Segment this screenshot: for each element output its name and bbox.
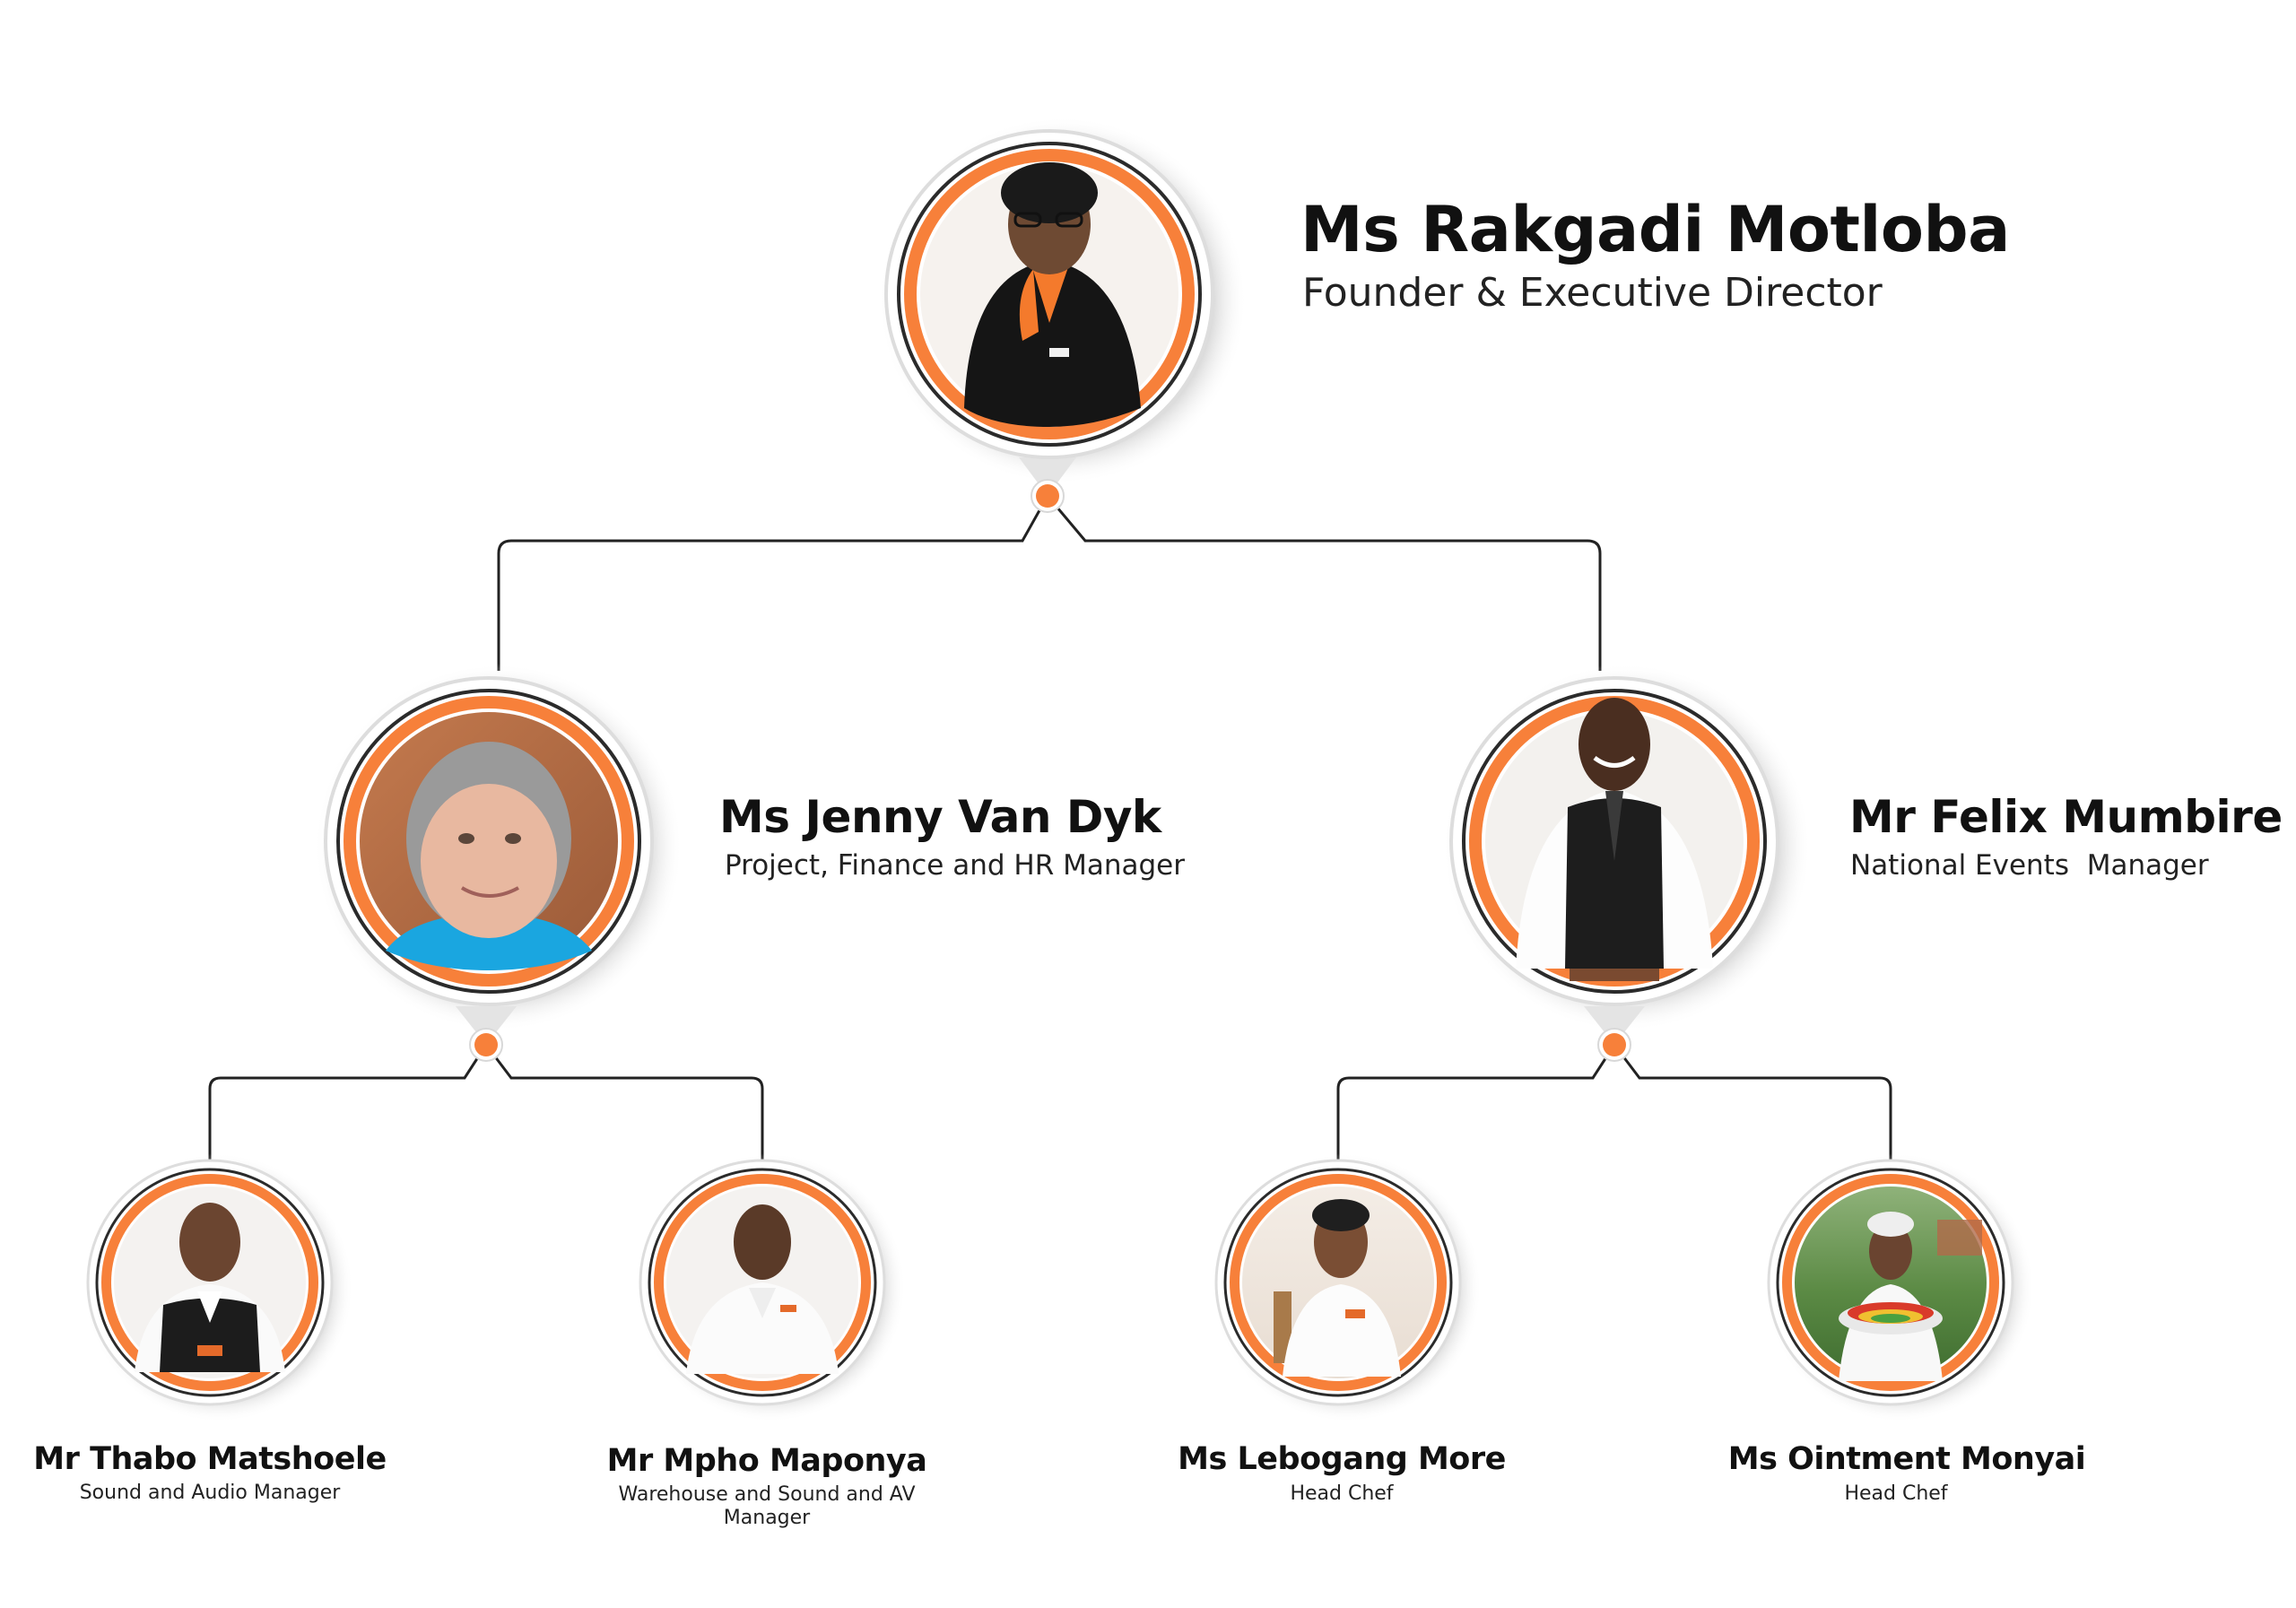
jenny-role: Project, Finance and HR Manager: [725, 849, 1185, 882]
connector-felix-to-ointment: [1613, 1044, 1892, 1160]
connector-jenny-to-mpho: [484, 1044, 764, 1160]
thabo-name: Mr Thabo Matshoele: [33, 1441, 387, 1477]
director-name: Ms Rakgadi Motloba: [1300, 193, 2010, 266]
felix-photo: [1485, 698, 1744, 981]
node-mpho: [637, 1153, 906, 1422]
mpho-role-line2: Manager: [723, 1507, 811, 1529]
ointment-role: Head Chef: [1844, 1482, 1948, 1505]
thabo-photo: [114, 1186, 306, 1378]
connector-director-to-jenny: [497, 495, 1049, 671]
mpho-photo: [666, 1186, 858, 1378]
mpho-name: Mr Mpho Maponya: [606, 1443, 927, 1479]
connector-jenny-to-thabo: [208, 1044, 488, 1160]
lebogang-role: Head Chef: [1290, 1482, 1394, 1505]
felix-role: National Events Manager: [1850, 849, 2209, 882]
node-lebogang: [1213, 1153, 1482, 1422]
felix-name: Mr Felix Mumbire: [1849, 791, 2283, 843]
director-photo: [920, 162, 1178, 427]
ointment-name: Ms Ointment Monyai: [1727, 1441, 2086, 1477]
connector-director-to-felix: [1046, 495, 1602, 671]
jenny-name: Ms Jenny Van Dyk: [719, 791, 1161, 843]
node-director: [879, 117, 1247, 513]
jenny-photo: [360, 712, 618, 970]
ointment-photo: [1795, 1186, 1987, 1381]
thabo-role: Sound and Audio Manager: [79, 1482, 341, 1504]
node-thabo: [84, 1153, 353, 1422]
lebogang-photo: [1242, 1186, 1434, 1378]
node-ointment: [1765, 1153, 2034, 1422]
lebogang-name: Ms Lebogang More: [1178, 1441, 1506, 1477]
mpho-role-line1: Warehouse and Sound and AV: [618, 1483, 916, 1506]
node-felix: [1443, 664, 1811, 1062]
director-role: Founder & Executive Director: [1302, 270, 1883, 316]
connector-felix-to-lebogang: [1336, 1044, 1616, 1160]
node-jenny: [315, 664, 683, 1062]
connector-lines: [208, 495, 1892, 1160]
